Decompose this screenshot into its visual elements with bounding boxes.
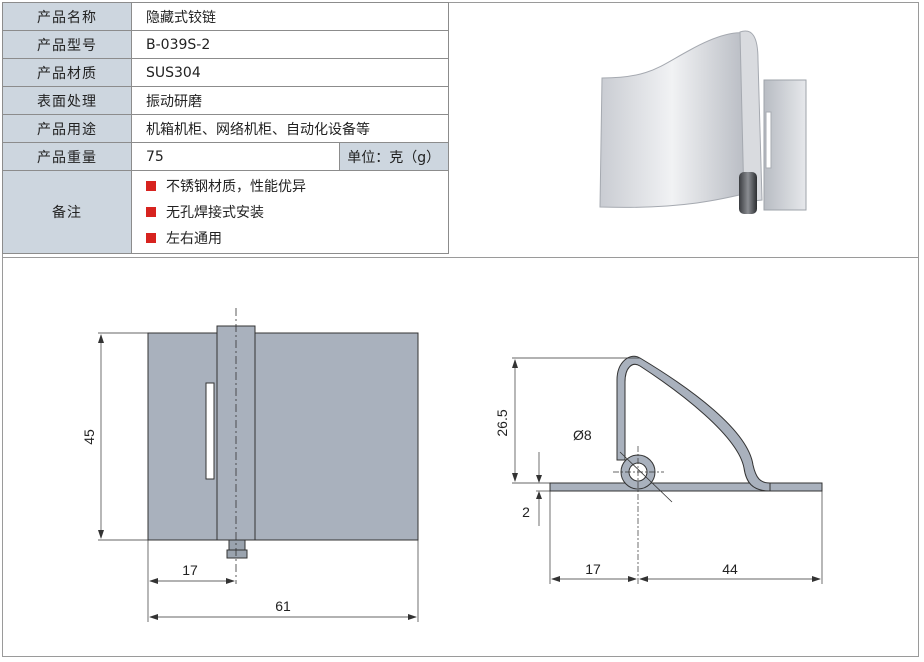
spec-table: 产品名称 隐藏式铰链 产品型号 B-039S-2 产品材质 SUS304 表面处…	[2, 2, 449, 254]
spec-row-model: 产品型号 B-039S-2	[2, 30, 449, 59]
spec-value: SUS304	[131, 58, 449, 87]
spec-value: 隐藏式铰链	[131, 2, 449, 31]
note-item: 左右通用	[146, 225, 448, 251]
bullet-square-icon	[146, 181, 156, 191]
section-divider	[2, 257, 919, 258]
dim-front-offset: 17	[182, 562, 198, 578]
bullet-square-icon	[146, 233, 156, 243]
dim-side-diameter: Ø8	[573, 427, 592, 443]
note-item: 无孔焊接式安装	[146, 199, 448, 225]
front-view	[98, 308, 419, 622]
spec-value: 机箱机柜、网络机柜、自动化设备等	[131, 114, 449, 143]
hinge-photo	[599, 30, 807, 214]
spec-label: 产品材质	[2, 58, 132, 87]
dim-side-thickness: 2	[522, 504, 530, 520]
dim-side-right: 44	[722, 561, 738, 577]
note-text: 无孔焊接式安装	[166, 205, 264, 221]
spec-label: 备注	[2, 170, 132, 254]
dim-front-width: 61	[275, 598, 291, 614]
spec-label: 产品重量	[2, 142, 132, 171]
spec-row-usage: 产品用途 机箱机柜、网络机柜、自动化设备等	[2, 114, 449, 143]
spec-label: 表面处理	[2, 86, 132, 115]
side-view	[512, 355, 823, 584]
note-text: 左右通用	[166, 231, 222, 247]
dim-side-height: 26.5	[494, 409, 510, 436]
spec-value: 75	[131, 142, 340, 171]
dim-side-left: 17	[585, 561, 601, 577]
spec-row-notes: 备注 不锈钢材质，性能优异 无孔焊接式安装 左右通用	[2, 170, 449, 254]
notes-list: 不锈钢材质，性能优异 无孔焊接式安装 左右通用	[131, 170, 449, 254]
weight-unit: 单位：克（g）	[338, 142, 449, 171]
spec-row-material: 产品材质 SUS304	[2, 58, 449, 87]
note-item: 不锈钢材质，性能优异	[146, 173, 448, 199]
bullet-square-icon	[146, 207, 156, 217]
spec-row-weight: 产品重量 75 单位：克（g）	[2, 142, 449, 171]
spec-value: B-039S-2	[131, 30, 449, 59]
note-text: 不锈钢材质，性能优异	[166, 179, 306, 195]
dim-front-height: 45	[81, 429, 97, 445]
